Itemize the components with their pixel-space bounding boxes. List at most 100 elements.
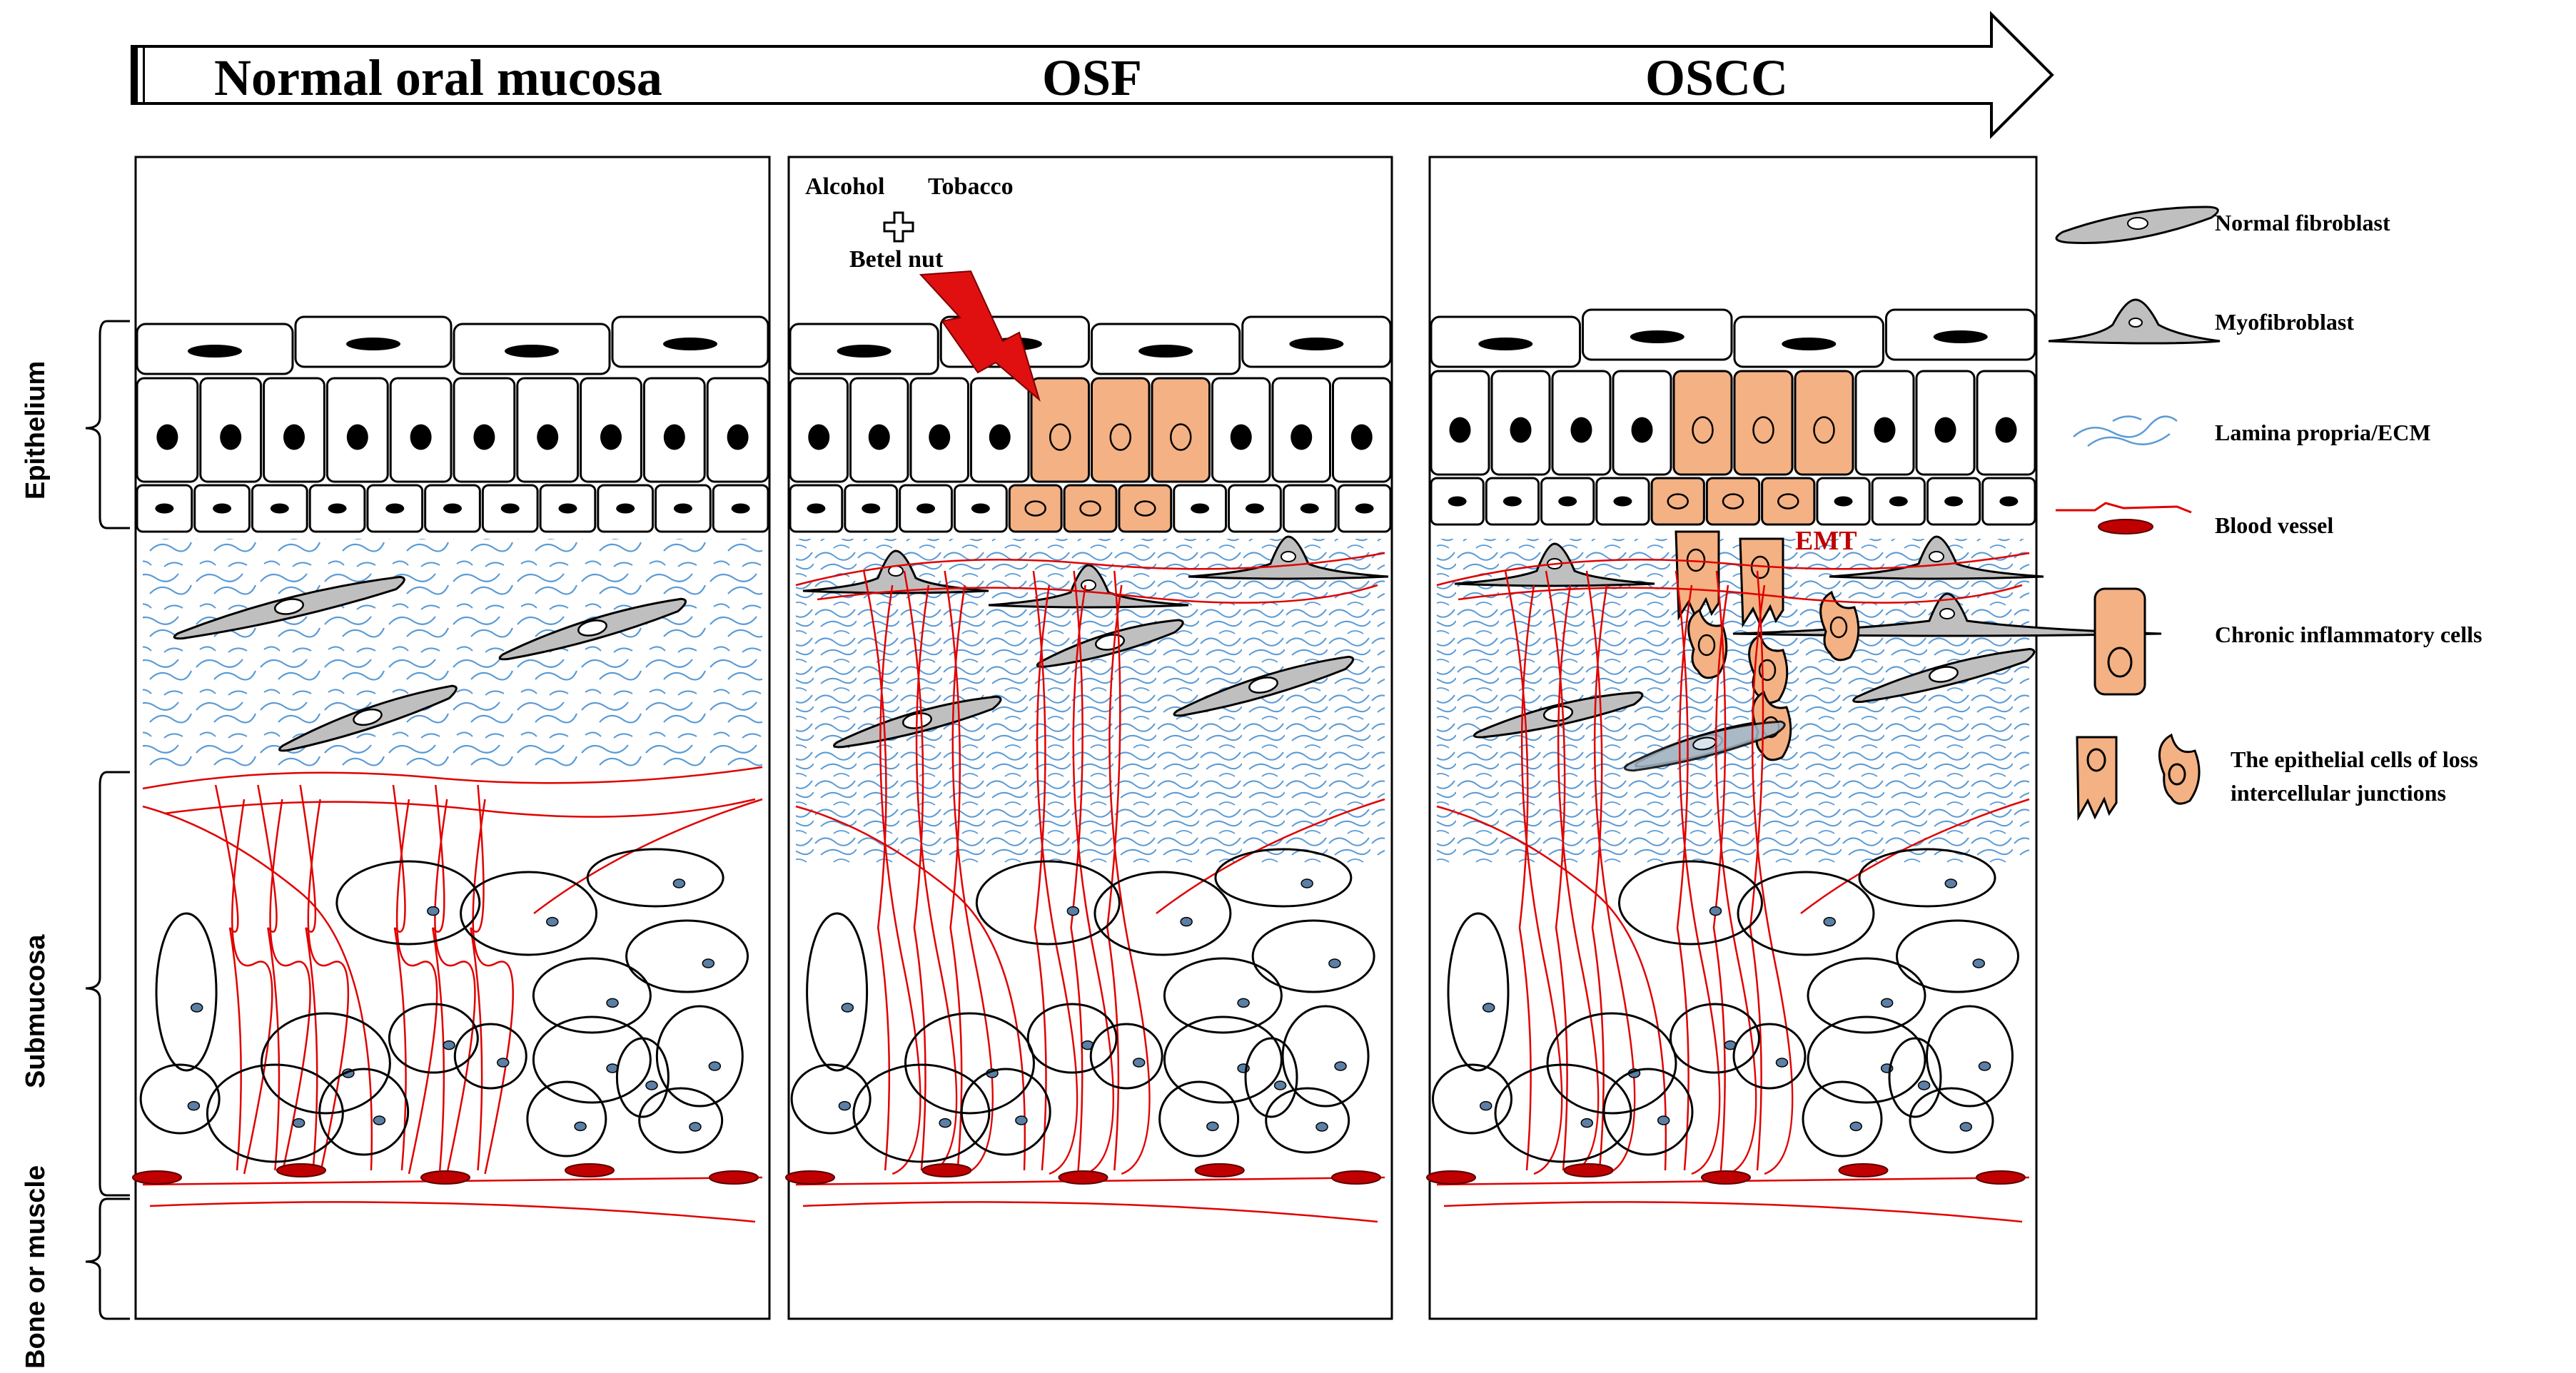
- legend-normal-fibroblast-icon: [2055, 206, 2219, 245]
- legend-myofibroblast-label: Myofibroblast: [2215, 309, 2354, 335]
- inflammatory-cell: [1672, 370, 1733, 476]
- cell-nucleus: [971, 503, 990, 514]
- cell-nucleus: [1631, 417, 1653, 443]
- cell-nucleus: [1134, 500, 1156, 517]
- cell-nucleus: [1874, 417, 1896, 443]
- stage-label-oscc: OSCC: [1645, 49, 1788, 106]
- adipocyte-nucleus: [1972, 958, 1985, 968]
- adipocyte: [1089, 1023, 1163, 1090]
- adipocyte-nucleus: [702, 958, 715, 968]
- adipocyte-nucleus: [1823, 916, 1836, 927]
- adipocyte-nucleus: [190, 1003, 203, 1013]
- adipocyte-nucleus: [1880, 998, 1894, 1008]
- inflammatory-cell: [1733, 370, 1794, 476]
- legend-normal-fibroblast-label: Normal fibroblast: [2215, 210, 2390, 235]
- fibroblast: [1852, 647, 2036, 704]
- cell-nucleus: [188, 345, 242, 358]
- adipocyte-nucleus: [1334, 1061, 1347, 1071]
- adipocyte-nucleus: [443, 1040, 455, 1050]
- adipocyte-nucleus: [672, 878, 686, 888]
- cell-nucleus: [1138, 345, 1193, 358]
- cell-nucleus: [443, 503, 462, 514]
- adipocyte: [139, 1063, 221, 1135]
- cell-nucleus: [270, 503, 289, 514]
- blood-vessel: [420, 1170, 470, 1185]
- cell-nucleus: [1777, 493, 1799, 510]
- legend-blood-vessel-icon: [2056, 502, 2192, 534]
- capillary-network: [1436, 552, 2030, 1223]
- cell-nucleus: [1752, 416, 1774, 444]
- legend: Normal fibroblast Myofibroblast Lamina p…: [2048, 206, 2482, 821]
- cell-nucleus: [1813, 416, 1835, 444]
- adipocyte: [1807, 957, 1926, 1034]
- adipocyte: [1888, 1037, 1942, 1118]
- adipocyte: [1026, 1003, 1118, 1074]
- risk-tobacco-label: Tobacco: [928, 173, 1014, 200]
- adipocyte-nucleus: [1328, 958, 1341, 968]
- adipocyte: [586, 848, 724, 908]
- cell-nucleus: [1109, 423, 1131, 451]
- adipocyte-nucleus: [1917, 1080, 1931, 1090]
- legend-epithelial-cells-label-line1: The epithelial cells of loss: [2231, 746, 2478, 772]
- cell-nucleus: [385, 503, 405, 514]
- adipocyte-nucleus: [1300, 878, 1313, 888]
- adipocyte: [260, 1012, 391, 1115]
- lamina-propria-ecm: [143, 539, 762, 767]
- adipocyte: [904, 1012, 1035, 1115]
- cell-nucleus: [663, 424, 685, 450]
- myofibroblast: [1732, 592, 2162, 637]
- blood-vessel: [921, 1163, 972, 1177]
- cell-nucleus: [1999, 496, 2019, 507]
- cell-nucleus: [473, 424, 495, 450]
- adipocyte: [1546, 1012, 1677, 1115]
- adipocyte-nucleus: [1709, 906, 1722, 916]
- fibroblast: [498, 597, 687, 661]
- adipocyte: [1447, 912, 1510, 1072]
- adipocyte-nucleus: [689, 1122, 702, 1132]
- adipocyte: [625, 919, 749, 993]
- adipocyte-nucleus: [1978, 1061, 1991, 1071]
- risk-betel-nut-label: Betel nut: [849, 246, 944, 273]
- stage-label-normal: Normal oral mucosa: [214, 49, 662, 106]
- adipocyte: [1909, 1087, 1994, 1154]
- migrating-epithelial-cell: [1819, 590, 1860, 662]
- blood-vessel: [1331, 1170, 1381, 1185]
- cell-nucleus: [1510, 417, 1532, 443]
- adipocyte-nucleus: [645, 1080, 658, 1090]
- lamina-propria-ecm: [1437, 539, 2029, 863]
- cell-nucleus: [727, 424, 749, 450]
- cell-nucleus: [1170, 423, 1192, 451]
- adipocyte-nucleus: [1066, 906, 1080, 916]
- adipocyte: [1214, 848, 1353, 908]
- progression-arrow: [131, 11, 2054, 139]
- cell-nucleus: [663, 338, 717, 350]
- legend-loose-epithelial-cell-icon: [2076, 733, 2201, 821]
- adipocyte: [1265, 1087, 1350, 1154]
- cell-nucleus: [1350, 424, 1373, 450]
- adipocyte: [1618, 860, 1763, 946]
- blood-vessel: [276, 1163, 326, 1177]
- blood-vessel: [1194, 1163, 1245, 1177]
- adipocyte-nucleus: [1180, 916, 1193, 927]
- cell-nucleus: [1889, 496, 1908, 507]
- panel-normal: [132, 156, 771, 1320]
- adipocyte: [1858, 848, 1996, 908]
- adipocyte-nucleus: [497, 1058, 510, 1068]
- adipocyte: [206, 1063, 344, 1163]
- inflammatory-basal-cell: [1118, 484, 1173, 533]
- blood-vessel: [1426, 1170, 1476, 1185]
- inflammatory-basal-cell: [1705, 477, 1761, 526]
- blood-vessel: [1701, 1170, 1751, 1185]
- adipocyte: [155, 912, 218, 1072]
- stage-label-osf: OSF: [1042, 49, 1142, 106]
- adipocyte-nucleus: [606, 998, 619, 1008]
- cell-nucleus: [1995, 417, 2017, 443]
- inflammatory-cell: [1030, 377, 1090, 483]
- legend-myofibroblast-icon: [2048, 298, 2221, 345]
- blood-vessel: [1563, 1163, 1614, 1177]
- cell-nucleus: [1079, 500, 1101, 517]
- adipocyte: [1802, 1080, 1883, 1157]
- cell-nucleus: [1722, 493, 1744, 510]
- cell-nucleus: [1355, 503, 1374, 514]
